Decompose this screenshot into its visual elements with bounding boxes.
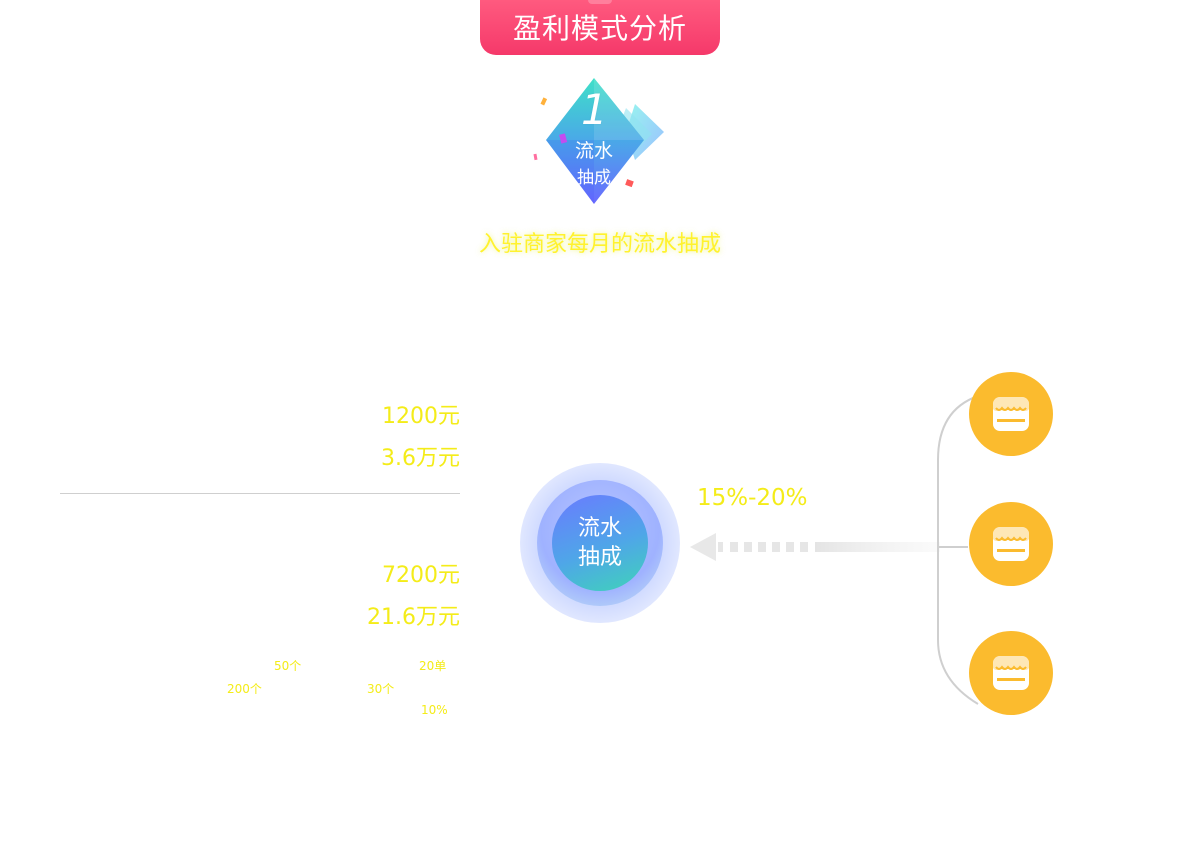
diamond-badge-icon [533, 78, 664, 204]
small-label-10-percent: 10% [421, 703, 448, 717]
title-notch-decoration [588, 0, 612, 4]
small-label-50: 50个 [274, 659, 302, 673]
circle-label-line1: 流水 [577, 516, 622, 541]
page-title: 盈利模式分析 [512, 12, 687, 45]
section-title-tab: 盈利模式分析 [480, 0, 720, 55]
value-yearly-bottom: 21.6万元 [367, 605, 460, 630]
small-label-20: 20单 [419, 659, 447, 673]
circle-label-line2: 抽成 [577, 545, 622, 570]
shop-icon [993, 656, 1029, 690]
bracket-connector [937, 395, 979, 705]
shop-item-3 [969, 631, 1053, 715]
small-label-30: 30个 [367, 682, 395, 696]
shop-icon [993, 397, 1029, 431]
value-yearly-top: 3.6万元 [381, 446, 460, 471]
shop-item-1 [969, 372, 1053, 456]
badge-number: 1 [581, 85, 608, 134]
commission-rate-label: 15%-20% [697, 485, 808, 511]
value-monthly-bottom: 7200元 [382, 563, 460, 588]
badge-label-line2: 抽成 [577, 168, 611, 188]
circle-core: 流水 抽成 [552, 495, 648, 591]
section-subtitle: 入驻商家每月的流水抽成 [478, 232, 721, 257]
shop-icon [993, 527, 1029, 561]
divider-line [60, 493, 460, 494]
shop-item-2 [969, 502, 1053, 586]
value-monthly-top: 1200元 [382, 404, 460, 429]
badge-label-line1: 流水 [574, 140, 613, 162]
arrow-left-icon [690, 533, 940, 561]
small-label-200: 200个 [227, 682, 262, 696]
commission-circle: 流水 抽成 [520, 463, 680, 623]
